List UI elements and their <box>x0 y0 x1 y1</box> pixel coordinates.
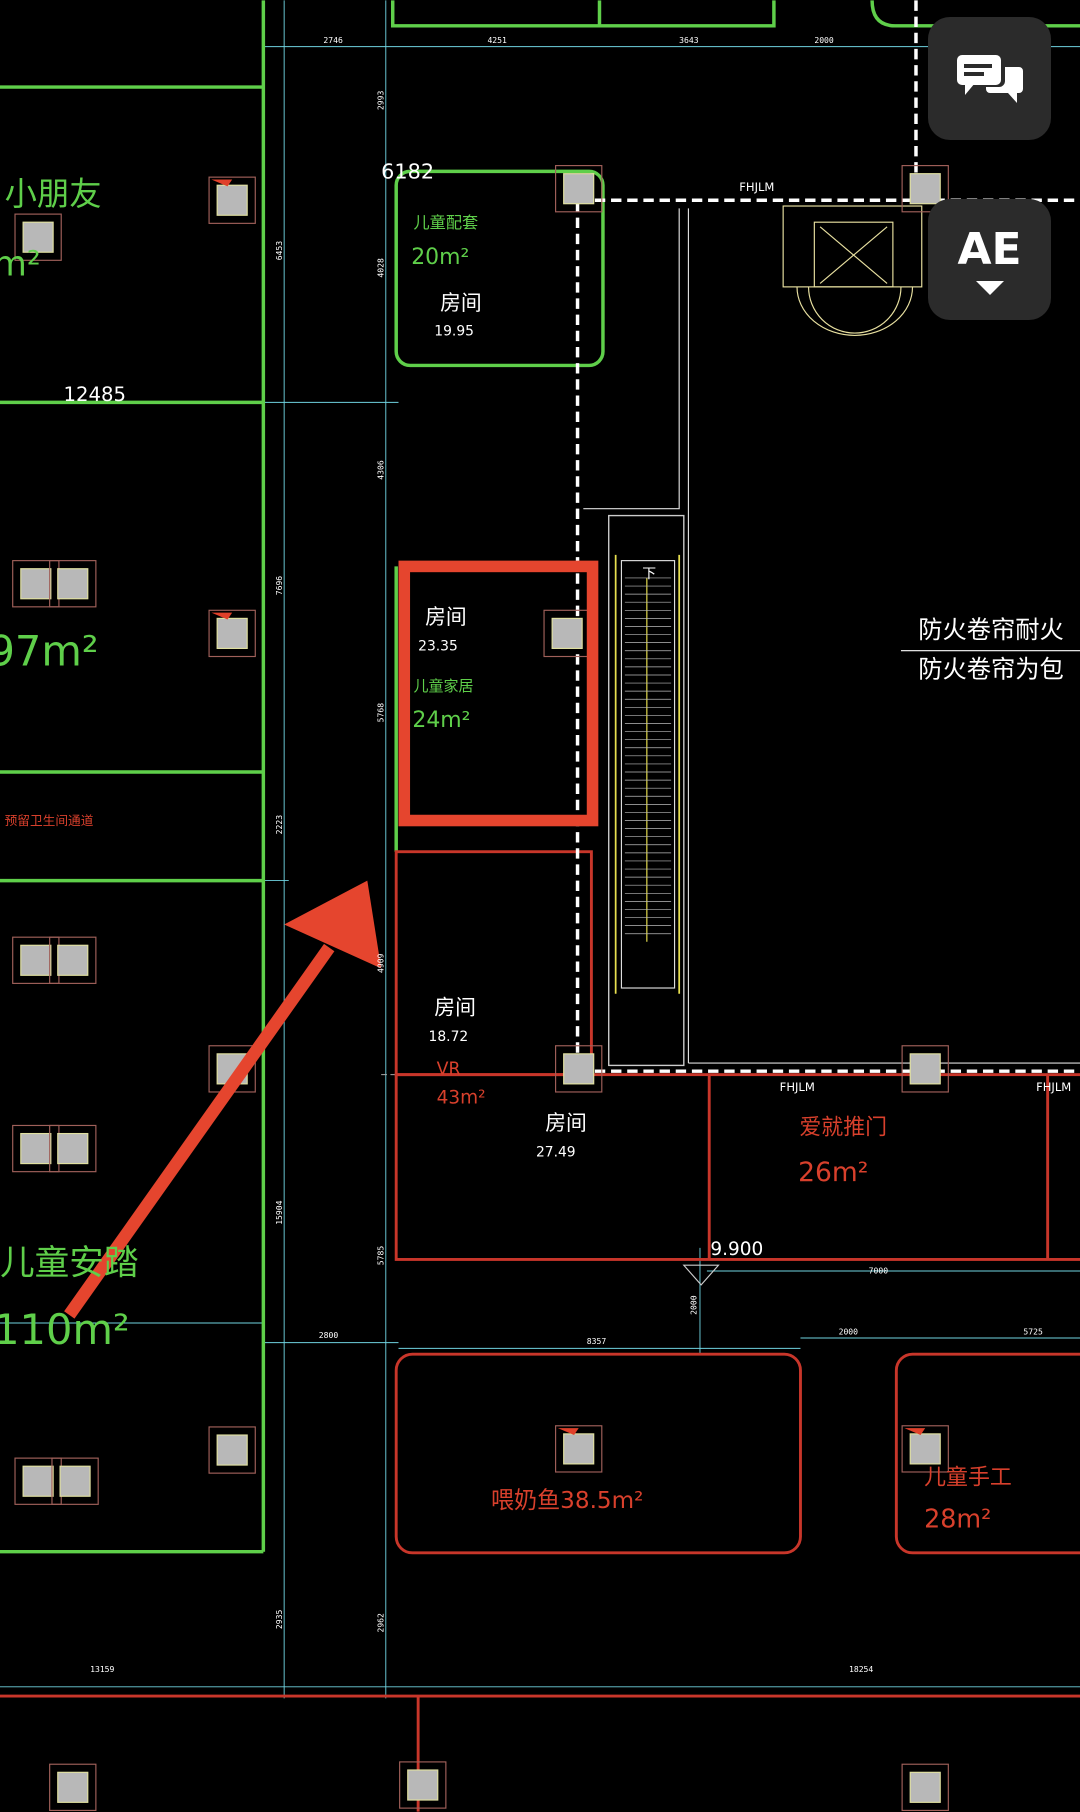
dim-text: 15904 <box>274 1200 284 1224</box>
dim-text: 7000 <box>869 1265 889 1275</box>
left-room-text: 小朋友 <box>5 175 102 213</box>
note-text: 防火卷帘耐火 <box>918 615 1064 644</box>
dim-text: 5768 <box>375 703 385 723</box>
column <box>407 1769 439 1801</box>
room-label: 房间 <box>425 605 467 629</box>
column <box>563 1053 595 1085</box>
room-kids-supplies <box>394 169 605 368</box>
room-name: VR <box>437 1060 461 1080</box>
level-symbol <box>682 1264 720 1286</box>
dim-text: 2962 <box>375 1613 385 1633</box>
elevator <box>782 205 923 336</box>
fhjlm-label: FHJLM <box>1036 1080 1071 1094</box>
stair-down-label: 下 <box>642 566 656 582</box>
room-area: 26m² <box>798 1157 868 1188</box>
column <box>216 184 248 216</box>
dashed-walls <box>575 0 1080 1073</box>
column <box>216 617 248 649</box>
column <box>216 1434 248 1466</box>
column <box>57 1132 89 1165</box>
dim-text: 2993 <box>375 91 385 111</box>
fhjlm-label: FHJLM <box>739 180 774 194</box>
red-rooms <box>0 850 1080 1812</box>
room-area: 28m² <box>924 1503 991 1533</box>
columns <box>12 165 949 1812</box>
left-room-text: m² <box>0 244 41 284</box>
room-name: 儿童手工 <box>924 1466 1012 1491</box>
column <box>22 1465 54 1497</box>
dim-text: 4251 <box>487 35 507 45</box>
level-mark: 9.900 <box>710 1239 763 1260</box>
left-room-text: 儿童安踏 <box>0 1243 139 1283</box>
dropdown-triangle-icon <box>975 281 1004 295</box>
room-area: 24m² <box>412 708 470 733</box>
left-room-text: 预留卫生间通道 <box>5 813 94 828</box>
column <box>57 568 89 600</box>
room-label: 房间 <box>545 1111 587 1135</box>
column <box>909 1433 941 1465</box>
text-mode-label: AE <box>957 224 1022 275</box>
dim-text: 7696 <box>274 576 284 596</box>
dim-text: 6453 <box>274 241 284 261</box>
dim-text: 2746 <box>323 35 343 45</box>
room-label: 房间 <box>440 291 482 315</box>
green-walls <box>0 0 1080 1554</box>
room-name: 儿童配套 <box>414 213 479 232</box>
dim-text: 2935 <box>274 1609 284 1629</box>
column <box>57 944 89 976</box>
dim-text: 5725 <box>1023 1327 1043 1337</box>
column <box>563 1433 595 1465</box>
column <box>20 944 52 976</box>
chat-icon <box>956 54 1023 103</box>
dim-text: 5785 <box>375 1246 385 1266</box>
room-area: 43m² <box>437 1088 486 1109</box>
column <box>551 617 583 649</box>
column <box>909 1771 941 1803</box>
left-room-text: 97m² <box>0 627 99 676</box>
fhjlm-label: FHJLM <box>780 1080 815 1094</box>
chat-button[interactable] <box>928 17 1051 140</box>
dim-text: 2800 <box>319 1330 339 1340</box>
dim-text: 8357 <box>587 1336 607 1346</box>
dim-text: 4028 <box>375 258 385 278</box>
dim-text: 2000 <box>814 35 834 45</box>
dim-text: 2000 <box>689 1295 699 1315</box>
room-label: 房间 <box>434 996 476 1020</box>
column <box>59 1465 91 1497</box>
annotation-arrow <box>64 880 382 1319</box>
column <box>909 173 941 205</box>
column <box>20 1132 52 1165</box>
room-value: 23.35 <box>418 639 458 655</box>
column <box>563 173 595 205</box>
dim-text: 4909 <box>375 953 385 973</box>
column <box>909 1053 941 1085</box>
dim-text: 4306 <box>375 460 385 480</box>
dim-6182: 6182 <box>381 159 434 183</box>
column <box>22 221 54 253</box>
column <box>57 1771 89 1803</box>
text-recognition-button[interactable]: AE <box>928 199 1051 320</box>
thin-walls <box>583 208 1080 1064</box>
room-area: 20m² <box>411 245 469 270</box>
dim-text: 3643 <box>679 35 699 45</box>
room-name: 喂奶鱼38.5m² <box>491 1488 643 1514</box>
left-room-text: 110m² <box>0 1305 130 1354</box>
dim-text: 2223 <box>274 815 284 835</box>
dim-text: 2000 <box>839 1327 859 1337</box>
highlight-box <box>398 560 599 827</box>
escalator <box>608 514 685 1067</box>
dim-12485: 12485 <box>64 383 126 406</box>
room-value: 27.49 <box>536 1145 576 1161</box>
room-value: 19.95 <box>434 323 474 339</box>
dim-text: 13159 <box>90 1664 114 1674</box>
room-name: 儿童家居 <box>414 677 474 695</box>
room-value: 18.72 <box>429 1029 469 1045</box>
dim-text: 18254 <box>849 1664 873 1674</box>
note-text: 防火卷帘为包 <box>918 654 1064 683</box>
column <box>20 568 52 600</box>
text-mode-icon: AE <box>957 224 1021 275</box>
room-name: 爱就推门 <box>799 1116 887 1141</box>
